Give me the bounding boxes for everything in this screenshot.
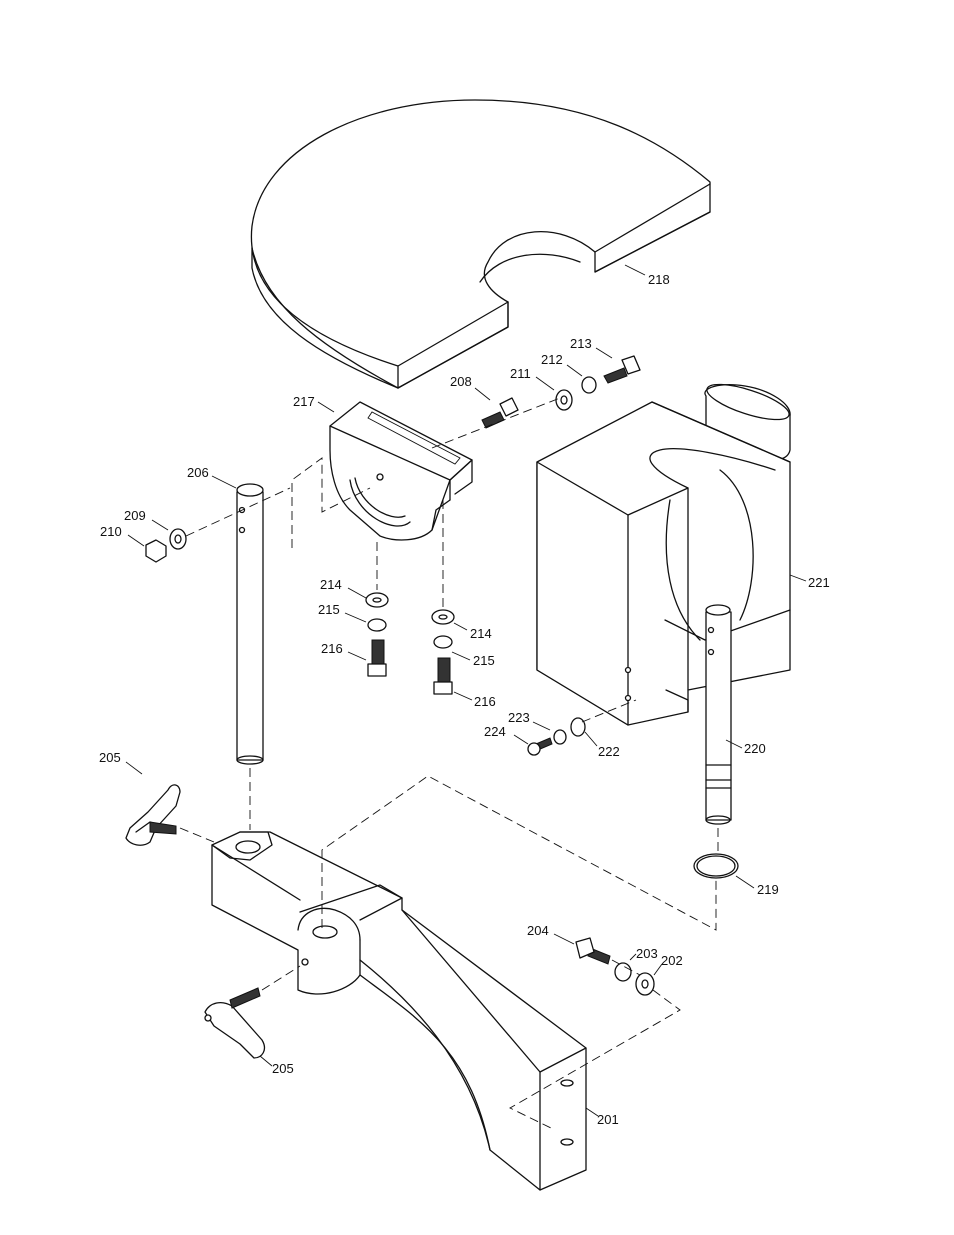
callout-202: 202	[661, 953, 683, 968]
part-208-bolt	[481, 397, 519, 429]
callout-214-left: 214	[320, 577, 342, 592]
callout-215-left: 215	[318, 602, 340, 617]
callout-205-lower: 205	[272, 1061, 294, 1076]
callout-219: 219	[757, 882, 779, 897]
part-204-bolt	[575, 937, 611, 965]
callout-222: 222	[598, 744, 620, 759]
part-215-lock-washer-left	[367, 618, 387, 632]
part-215-lock-washer-right	[433, 635, 453, 649]
callout-206: 206	[187, 465, 209, 480]
part-221-guard	[536, 383, 791, 726]
part-211-washer	[555, 389, 573, 411]
part-209-nut	[169, 528, 187, 550]
part-217-bracket	[329, 401, 473, 541]
part-216-bolt-left	[367, 639, 387, 677]
part-212-lock-washer	[581, 376, 597, 394]
callout-223: 223	[508, 710, 530, 725]
part-213-bolt	[603, 355, 641, 384]
callout-216-right: 216	[474, 694, 496, 709]
leader-lines	[125, 264, 807, 1117]
part-202-washer	[635, 972, 655, 996]
callout-203: 203	[636, 946, 658, 961]
part-214-washer-left	[365, 592, 389, 608]
callout-210: 210	[100, 524, 122, 539]
part-206-post	[236, 483, 264, 765]
callout-201: 201	[597, 1112, 619, 1127]
callout-215-right: 215	[473, 653, 495, 668]
callout-218: 218	[648, 272, 670, 287]
part-220-post	[705, 604, 732, 825]
callout-labels: 218 217 206 209 210 208 211 212 213 214 …	[99, 272, 830, 1127]
part-223-lock-washer	[553, 729, 567, 745]
callout-212: 212	[541, 352, 563, 367]
callout-221: 221	[808, 575, 830, 590]
callout-205-upper: 205	[99, 750, 121, 765]
callout-224: 224	[484, 724, 506, 739]
part-214-washer-right	[431, 609, 455, 625]
callout-211: 211	[510, 366, 531, 381]
callout-217: 217	[293, 394, 315, 409]
part-218-table	[250, 99, 711, 389]
assembly-lines	[179, 397, 719, 1131]
callout-213: 213	[570, 336, 592, 351]
part-203-lock-washer	[614, 962, 632, 982]
part-222-washer	[570, 717, 586, 737]
callout-220: 220	[744, 741, 766, 756]
part-205-lever-lower	[204, 987, 266, 1059]
part-219-retaining-ring	[693, 853, 739, 879]
callout-214-right: 214	[470, 626, 492, 641]
part-201-base	[211, 831, 587, 1191]
part-210-cap-nut	[145, 539, 167, 563]
callout-209: 209	[124, 508, 146, 523]
part-216-bolt-right	[433, 657, 453, 695]
part-224-screw	[527, 737, 553, 756]
callout-216-left: 216	[321, 641, 343, 656]
part-205-lever-upper	[125, 784, 181, 846]
callout-208: 208	[450, 374, 472, 389]
callout-204: 204	[527, 923, 549, 938]
